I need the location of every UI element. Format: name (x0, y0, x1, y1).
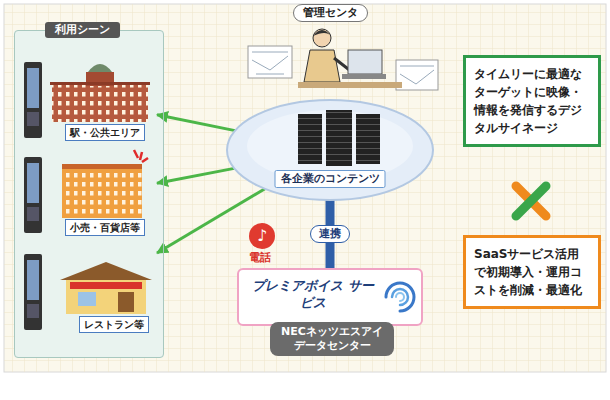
restaurant-illustration (60, 262, 152, 314)
screenshot-illustration (252, 52, 288, 74)
service-logo (396, 293, 404, 301)
scene-item: 小売・百貨店等 (23, 156, 157, 236)
phone-label: 電話 (249, 251, 271, 264)
department-store-illustration (62, 168, 142, 218)
screenshot-illustration (248, 46, 438, 90)
flow-arrow (157, 189, 265, 253)
cloud-text: 各企業のコンテンツ (275, 170, 386, 188)
server-illustration (356, 114, 380, 164)
ground (4, 4, 606, 372)
restaurant-illustration (60, 262, 152, 280)
operator-illustration (298, 29, 402, 88)
station-illustration (50, 64, 150, 122)
restaurant-illustration (78, 292, 96, 306)
restaurant-illustration (118, 292, 134, 312)
cloud-shape (227, 100, 433, 200)
kiosk-illustration (27, 163, 39, 203)
kiosk-illustration (27, 304, 39, 318)
station-illustration (88, 64, 112, 72)
operator-illustration (342, 74, 386, 79)
combination-mark (516, 186, 546, 216)
panel-fill (14, 30, 164, 358)
center-tag: 管理センタ (293, 4, 368, 22)
combination-mark (516, 186, 546, 216)
operator-illustration (298, 82, 402, 88)
edge-label: 連携 (310, 225, 350, 243)
department-store-illustration (62, 150, 148, 218)
kiosk-illustration (24, 62, 42, 138)
kiosk-illustration (24, 157, 42, 233)
grid (4, 4, 606, 372)
department-store-illustration (134, 150, 148, 162)
server-illustration (356, 114, 380, 164)
service-logo (392, 289, 408, 305)
service-logo (386, 283, 414, 311)
screenshot-illustration (396, 60, 438, 90)
feature-box: タイムリーに最適なターゲットに映像・情報を発信するデジタルサイネージ (463, 55, 601, 147)
operator-illustration (313, 29, 331, 47)
scene-panel: 利用シーン駅・公共エリア小売・百貨店等レストラン等 (14, 30, 164, 358)
phone-symbol (249, 223, 275, 249)
department-store-illustration (62, 168, 142, 218)
kiosk-illustration (27, 112, 39, 126)
scene-label: 駅・公共エリア (65, 124, 145, 141)
operator-illustration (348, 50, 382, 74)
pink-tab: NECネッツエスアイ データセンター (270, 322, 394, 356)
restaurant-illustration (70, 282, 142, 289)
department-store-illustration (62, 164, 142, 169)
server-illustration (326, 110, 352, 166)
combination-mark (516, 186, 546, 216)
scene-item: 駅・公共エリア (23, 61, 157, 141)
scene-label: 小売・百貨店等 (65, 219, 145, 236)
scene-label: レストラン等 (79, 316, 149, 333)
box-text: SaaSサービス活用で初期導入・運用コストを削減・最適化 (474, 245, 590, 299)
panel-heading: 利用シーン (45, 22, 120, 38)
kiosk-illustration (27, 260, 39, 300)
scene-item: レストラン等 (23, 253, 157, 333)
box-text: タイムリーに最適なターゲットに映像・情報を発信するデジタルサイネージ (474, 65, 590, 137)
restaurant-illustration (66, 280, 146, 314)
note-symbol: ♪ (249, 226, 275, 246)
server-illustration (298, 110, 380, 166)
server-illustration (298, 114, 322, 164)
server-illustration (298, 114, 322, 164)
kiosk-illustration (27, 68, 39, 108)
tag-text: 管理センタ (303, 6, 358, 20)
service-logo (386, 283, 414, 311)
operator-illustration (334, 58, 352, 72)
screenshot-illustration (248, 46, 292, 78)
station-illustration (50, 82, 150, 85)
operator-illustration (313, 30, 331, 36)
pink-text: プレミアボイス サービス (251, 277, 375, 311)
kiosk-illustration (24, 62, 42, 138)
service-box: プレミアボイス サービスNECネッツエスアイ データセンター (237, 268, 423, 326)
flow-arrow (157, 168, 234, 183)
kiosk-illustration (24, 62, 42, 330)
kiosk-illustration (24, 157, 42, 233)
kiosk-illustration (24, 254, 42, 330)
station-illustration (86, 72, 114, 86)
server-illustration (326, 110, 352, 166)
content-cloud: 各企業のコンテンツ (225, 98, 435, 202)
kiosk-illustration (24, 254, 42, 330)
screenshot-illustration (400, 66, 434, 84)
station-illustration (52, 84, 148, 122)
station-illustration (52, 84, 148, 122)
kiosk-illustration (27, 207, 39, 221)
flow-arrow (157, 115, 235, 131)
operator-illustration (304, 50, 340, 82)
feature-box: SaaSサービス活用で初期導入・運用コストを削減・最適化 (463, 235, 601, 309)
